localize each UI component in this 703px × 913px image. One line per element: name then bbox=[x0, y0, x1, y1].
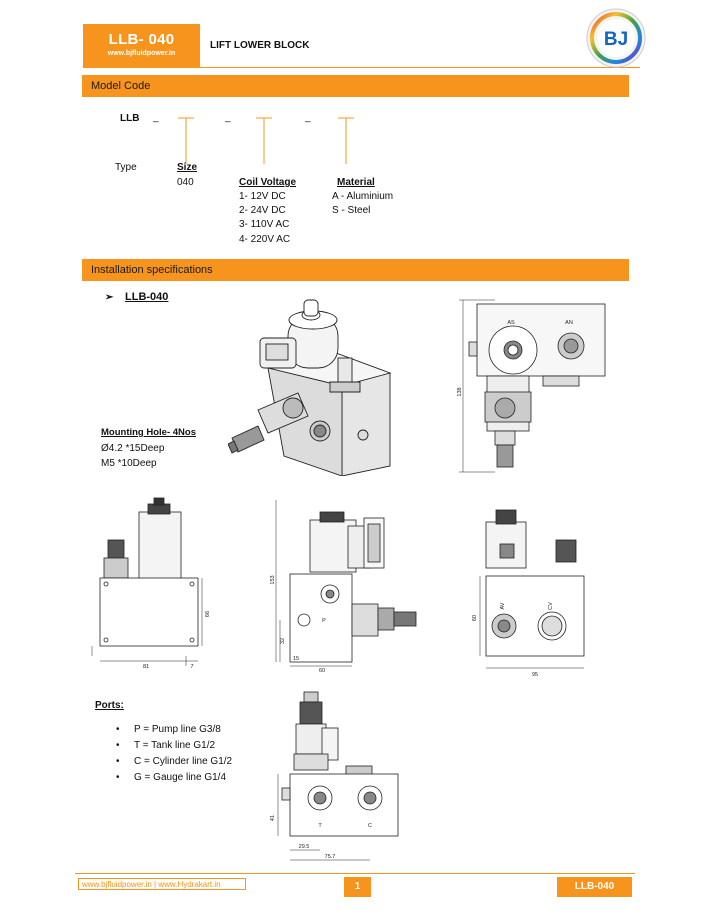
bj-logo: BJ bbox=[586, 8, 646, 68]
port-label-t: T bbox=[318, 823, 322, 829]
model-title-box: LLB- 040 www.bjfluidpower.in bbox=[83, 24, 200, 68]
header-website: www.bjfluidpower.in bbox=[107, 50, 176, 57]
logo-text: BJ bbox=[604, 29, 628, 50]
material-heading: Material bbox=[337, 177, 375, 188]
dim-bottom-width-1: 29.5 bbox=[299, 844, 310, 850]
dim-front-offset: 7 bbox=[190, 664, 193, 670]
mounting-line-2: M5 *10Deep bbox=[101, 458, 157, 469]
top-view-drawing: 138 AS AN bbox=[457, 299, 606, 473]
dim-side-offset: 15 bbox=[293, 656, 299, 662]
footer-links[interactable]: www.bjfluidpower.in | www.Hydrakart.in bbox=[78, 878, 246, 890]
dash-2: _ bbox=[225, 112, 231, 123]
page-number: 1 bbox=[344, 877, 371, 897]
coil-voltage-1: 1- 12V DC bbox=[239, 191, 286, 202]
dim-side-height: 153 bbox=[270, 575, 276, 584]
port-label-as: AS bbox=[507, 320, 515, 326]
model-code-title: LLB- 040 bbox=[108, 31, 175, 48]
port-item-c: C = Cylinder line G1/2 bbox=[110, 754, 232, 770]
dim-bottom-width-2: 75.7 bbox=[325, 854, 336, 860]
port-item-p: P = Pump line G3/8 bbox=[110, 722, 232, 738]
ports-heading: Ports: bbox=[95, 700, 124, 711]
footer-divider bbox=[75, 873, 635, 874]
coil-voltage-3: 3- 110V AC bbox=[239, 219, 290, 230]
material-1: A - Aluminium bbox=[332, 191, 394, 202]
dim-bottom-height: 41 bbox=[270, 815, 276, 821]
model-code-brackets bbox=[178, 117, 354, 164]
model-prefix: LLB bbox=[120, 113, 140, 124]
coil-voltage-4: 4- 220V AC bbox=[239, 234, 291, 245]
material-2: S - Steel bbox=[332, 205, 371, 216]
dim-front-width: 81 bbox=[143, 664, 149, 670]
port-item-g: G = Gauge line G1/4 bbox=[110, 770, 232, 786]
port-label-p: P bbox=[322, 618, 326, 624]
section-model-code: Model Code bbox=[82, 75, 629, 97]
bottom-view-drawing: 41 29.5 75.7 T C bbox=[270, 691, 399, 861]
dim-front-height: 66 bbox=[205, 611, 211, 617]
right-view-drawing: 60 95 AV CV bbox=[472, 509, 585, 678]
port-item-t: T = Tank line G1/2 bbox=[110, 738, 232, 754]
model-bullet-icon: ➢ bbox=[105, 292, 114, 303]
side-view-drawing: 153 32 15 60 P bbox=[270, 500, 417, 674]
type-label: Type bbox=[115, 162, 137, 173]
footer-model-code: LLB-040 bbox=[557, 877, 632, 897]
port-label-cv: CV bbox=[548, 602, 554, 610]
port-label-av: AV bbox=[500, 602, 506, 609]
port-label-c: C bbox=[368, 823, 372, 829]
front-view-drawing: 81 7 66 bbox=[91, 497, 211, 670]
dim-side-hole: 32 bbox=[280, 638, 286, 644]
document-title: LIFT LOWER BLOCK bbox=[210, 40, 310, 51]
dim-right-height: 60 bbox=[472, 615, 478, 621]
coil-voltage-heading: Coil Voltage bbox=[239, 177, 297, 188]
section-installation: Installation specifications bbox=[82, 259, 629, 281]
dim-right-width: 95 bbox=[532, 672, 538, 678]
mounting-heading: Mounting Hole- 4Nos bbox=[101, 427, 196, 438]
ports-list: P = Pump line G3/8 T = Tank line G1/2 C … bbox=[110, 722, 232, 786]
size-value: 040 bbox=[177, 177, 194, 188]
dash-3: _ bbox=[305, 112, 311, 123]
mounting-line-1: Ø4.2 *15Deep bbox=[101, 443, 165, 454]
size-heading: Size bbox=[177, 162, 198, 173]
installation-model: LLB-040 bbox=[125, 291, 169, 303]
port-label-an: AN bbox=[565, 320, 573, 326]
dim-top-height: 138 bbox=[457, 387, 463, 396]
dash-1: _ bbox=[153, 112, 159, 123]
dim-side-width: 60 bbox=[319, 668, 325, 674]
header-divider bbox=[200, 67, 640, 68]
isometric-view-drawing bbox=[228, 299, 392, 476]
coil-voltage-2: 2- 24V DC bbox=[239, 205, 286, 216]
